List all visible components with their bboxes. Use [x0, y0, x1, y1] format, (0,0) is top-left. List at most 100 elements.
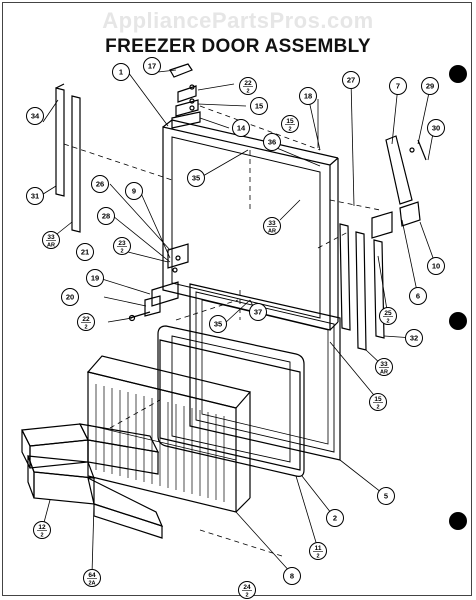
- callout-circle: [375, 358, 393, 376]
- callout-suffix: 2: [316, 554, 319, 560]
- callout-c26: 26: [91, 175, 109, 193]
- callout-c24: 242: [238, 581, 256, 599]
- callout-number: 20: [66, 293, 74, 302]
- callout-c35b: 35: [209, 315, 227, 333]
- callout-number: 33: [380, 361, 388, 368]
- callout-circle: [281, 115, 299, 133]
- callout-number: 26: [96, 180, 104, 189]
- callout-number: 15: [255, 102, 263, 111]
- outer-door-panel: [162, 119, 339, 331]
- callout-circle: [299, 87, 317, 105]
- callout-c28: 28: [97, 207, 115, 225]
- callout-c20: 20: [61, 288, 79, 306]
- callout-number: 5: [384, 492, 388, 501]
- callout-circle: [77, 313, 95, 331]
- callout-circle: [91, 175, 109, 193]
- callout-c37: 37: [249, 303, 267, 321]
- left-trim-strip: [55, 83, 81, 233]
- callout-number: 25: [384, 310, 392, 317]
- leader-lines: [63, 105, 381, 557]
- callout-suffix: AR: [47, 243, 55, 249]
- callout-number: 9: [132, 187, 136, 196]
- callout-circle: [409, 287, 427, 305]
- callout-suffix: 2: [386, 319, 389, 325]
- callout-number: 27: [347, 76, 355, 85]
- callout-number: 23: [118, 240, 126, 247]
- callout-circle: [326, 509, 344, 527]
- callout-c12: 122: [33, 521, 51, 539]
- callout-c17: 17: [143, 57, 161, 75]
- callout-c10: 10: [427, 257, 445, 275]
- callout-circle: [42, 231, 60, 249]
- callout-number: 30: [432, 124, 440, 133]
- callout-circle: [187, 169, 205, 187]
- lower-hinge-assembly: [128, 243, 189, 322]
- callout-c29: 29: [421, 77, 439, 95]
- callout-number: 28: [102, 212, 110, 221]
- callout-suffix: 2A: [88, 581, 95, 587]
- callout-circle: [97, 207, 115, 225]
- callout-number: 18: [304, 92, 312, 101]
- callout-number: 2: [333, 514, 337, 523]
- callout-c25: 252: [379, 307, 397, 325]
- callout-suffix: AR: [380, 370, 388, 376]
- callout-suffix: 2: [120, 249, 123, 255]
- callout-number: 15: [286, 118, 294, 125]
- callout-number: 33: [268, 220, 276, 227]
- diagram-title: FREEZER DOOR ASSEMBLY: [105, 36, 371, 57]
- watermark: AppliancePartsPros.com: [102, 8, 374, 33]
- top-hinge-assembly: [169, 63, 201, 129]
- callout-c32: 32: [405, 329, 423, 347]
- callout-circle: [209, 315, 227, 333]
- callout-c35a: 35: [187, 169, 205, 187]
- callout-number: 7: [396, 82, 400, 91]
- callout-c1: 1: [112, 63, 130, 81]
- binder-hole-bottom: [449, 512, 467, 530]
- callout-number: 29: [426, 82, 434, 91]
- callout-leaders: [39, 69, 437, 575]
- callout-circle: [26, 187, 44, 205]
- callout-number: 6: [416, 292, 420, 301]
- callout-number: 35: [214, 320, 222, 329]
- callout-c8: 8: [283, 567, 301, 585]
- binder-hole-top: [449, 65, 467, 83]
- right-hinge-bracket: [371, 135, 427, 239]
- callout-number: 15: [374, 396, 382, 403]
- callout-number: 11: [315, 545, 322, 552]
- callout-circle: [61, 288, 79, 306]
- callout-number: 14: [237, 124, 246, 133]
- callout-c31: 31: [26, 187, 44, 205]
- callout-circle: [112, 63, 130, 81]
- right-side-strips: [339, 223, 385, 351]
- callout-circle: [283, 567, 301, 585]
- callout-number: 8: [290, 572, 294, 581]
- callout-number: 1: [119, 68, 123, 77]
- callout-c5: 5: [377, 487, 395, 505]
- callout-c6: 6: [409, 287, 427, 305]
- callout-number: 37: [254, 308, 262, 317]
- callout-c15b: 152: [281, 115, 299, 133]
- callout-circle: [76, 243, 94, 261]
- page-border: [2, 2, 472, 596]
- callout-c11: 112: [309, 542, 327, 560]
- freezer-basket: [86, 355, 252, 513]
- callout-c14: 14: [232, 119, 250, 137]
- callout-c27: 27: [342, 71, 360, 89]
- callout-circle: [389, 77, 407, 95]
- callout-c2: 2: [326, 509, 344, 527]
- callout-number: 64: [88, 572, 96, 579]
- callout-number: 36: [268, 138, 276, 147]
- callout-c34: 34: [26, 107, 44, 125]
- callout-number: 17: [148, 62, 156, 71]
- callout-circle: [143, 57, 161, 75]
- callout-suffix: 2: [288, 127, 291, 133]
- callout-c36: 36: [263, 133, 281, 151]
- callout-c9: 9: [125, 182, 143, 200]
- callout-circle: [232, 119, 250, 137]
- callout-c15a: 15: [250, 97, 268, 115]
- callout-number: 32: [410, 334, 418, 343]
- door-shelf-bins: [21, 423, 164, 539]
